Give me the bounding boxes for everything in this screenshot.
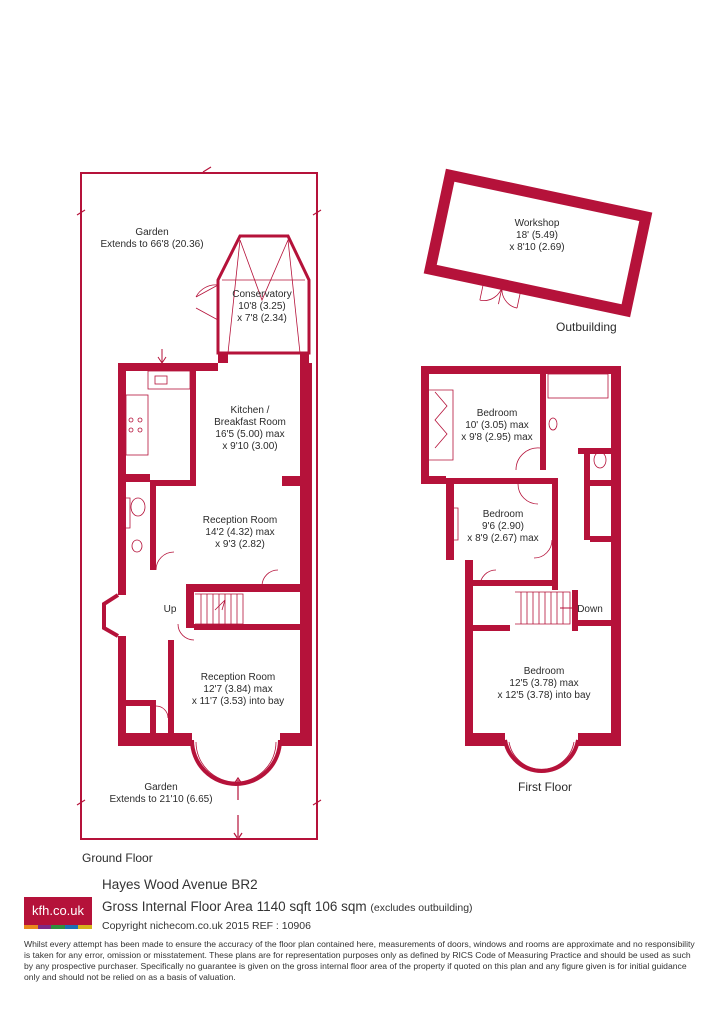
outbuilding-plan	[423, 168, 653, 318]
ground-floor-plan	[76, 166, 322, 841]
plot-boundary	[80, 172, 318, 840]
outbuilding-title: Outbuilding	[556, 320, 617, 334]
area-note: (excludes outbuilding)	[370, 902, 473, 914]
ground-floor-title: Ground Floor	[82, 851, 153, 865]
gross-internal-area: Gross Internal Floor Area 1140 sqft 106 …	[102, 899, 473, 914]
first-floor-plan	[421, 366, 621, 773]
first-exterior-walls	[421, 366, 621, 746]
up-label: Up	[164, 604, 177, 615]
property-address: Hayes Wood Avenue BR2	[102, 877, 258, 892]
area-text: Gross Internal Floor Area 1140 sqft 106 …	[102, 899, 367, 914]
kfh-logo: kfh.co.uk	[24, 897, 92, 925]
copyright-text: Copyright nichecom.co.uk 2015 REF : 1090…	[102, 920, 311, 932]
disclaimer-text: Whilst every attempt has been made to en…	[24, 939, 695, 982]
logo-color-strip	[24, 925, 92, 929]
arrow-icon	[233, 815, 243, 841]
first-floor-title: First Floor	[518, 780, 572, 794]
arrow-icon	[233, 776, 243, 800]
down-label: Down	[577, 604, 603, 615]
